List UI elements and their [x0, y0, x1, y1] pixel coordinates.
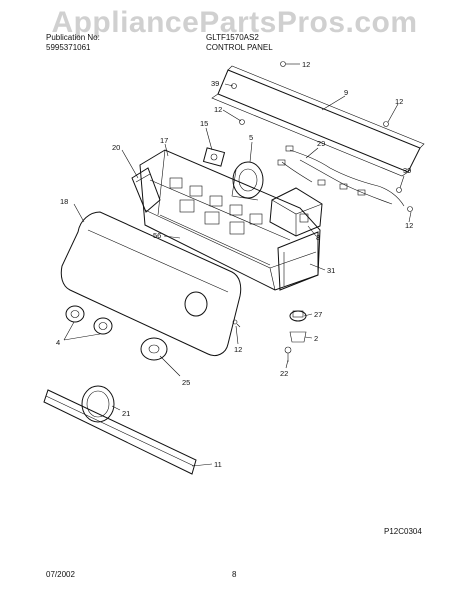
part-backguard-cover [211, 65, 425, 177]
part-wiring-harness [277, 145, 405, 207]
publication-number: 5995371061 [46, 43, 91, 52]
callout-15: 15 [200, 119, 208, 128]
callout-2: 2 [314, 334, 318, 343]
callout-18: 18 [60, 197, 68, 206]
page-number: 8 [232, 570, 237, 579]
callout-17: 17 [160, 136, 168, 145]
callout-29: 29 [317, 139, 325, 148]
screw-fasteners [231, 61, 413, 212]
callout-25: 25 [182, 378, 190, 387]
part-control-module [269, 187, 323, 237]
callout-21: 21 [122, 409, 130, 418]
section-title: CONTROL PANEL [206, 43, 273, 52]
callout-9: 9 [344, 88, 348, 97]
part-console-body [139, 149, 321, 291]
part-panel-overlay [60, 211, 242, 357]
callout-8: 8 [316, 233, 320, 242]
part-timer-knob [140, 291, 208, 361]
callout-12-bottom: 12 [234, 345, 242, 354]
callout-4: 4 [56, 338, 60, 347]
callout-5: 5 [249, 133, 253, 142]
model-number: GLTF1570AS2 [206, 33, 259, 42]
callout-labels: 12 39 9 12 12 29 15 5 17 20 18 39 8 12 5… [56, 60, 413, 469]
part-switch [202, 147, 226, 167]
part-small-hardware [232, 310, 307, 362]
watermark: AppliancePartsPros.com [51, 6, 418, 39]
part-side-panel [277, 231, 319, 291]
callout-31: 31 [327, 266, 335, 275]
callout-12-lower-right: 12 [405, 221, 413, 230]
callout-20: 20 [112, 143, 120, 152]
footer-date: 07/2002 [46, 570, 75, 579]
callout-22: 22 [280, 369, 288, 378]
diagram-code: P12C0304 [384, 527, 422, 536]
callout-12-right: 12 [395, 97, 403, 106]
callout-12-left: 12 [214, 105, 222, 114]
publication-label: Publication No: [46, 33, 100, 42]
part-timer [231, 161, 264, 201]
callout-39-left: 39 [211, 79, 219, 88]
part-bezel-ring [81, 385, 115, 423]
callout-11: 11 [214, 460, 222, 469]
callout-39-right: 39 [403, 166, 411, 175]
part-end-bracket [131, 167, 161, 213]
callout-56: 56 [153, 231, 161, 240]
part-trim-strip [43, 389, 197, 475]
part-knobs [65, 305, 113, 335]
leader-lines [63, 63, 412, 467]
callout-27: 27 [314, 310, 322, 319]
callout-12-top: 12 [302, 60, 310, 69]
